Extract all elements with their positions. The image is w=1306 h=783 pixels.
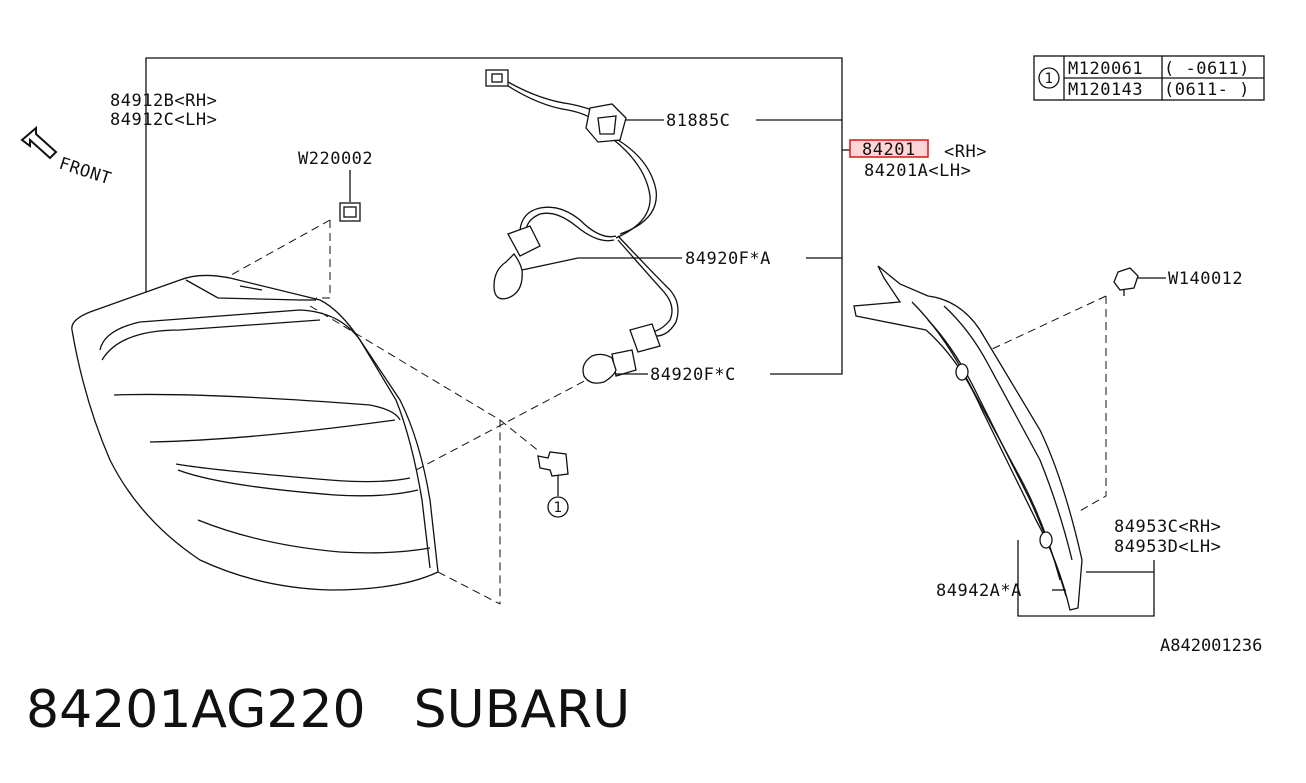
diagram-code: A842001236 [1160, 636, 1263, 656]
footer-part-number: 84201AG220 [26, 680, 366, 740]
ref-marker-circle [547, 496, 569, 518]
assembly-lh-label: 84201A<LH> [864, 161, 971, 181]
table-marker: 1 [1045, 71, 1054, 87]
wiring-harness: 81885C [485, 69, 730, 337]
clip-part: W220002 [221, 149, 373, 299]
ref-marker-circle [1038, 67, 1060, 89]
bulb-c-label: 84920F*C [650, 365, 736, 385]
bulb-c-part: 84920F*C [582, 323, 736, 385]
screw-ref-marker: 1 [554, 500, 563, 516]
reference-table: 1 M120061 ( -0611) M120143 (0611- ) [1033, 55, 1265, 101]
gasket-part [853, 265, 1083, 611]
harness-label: 81885C [666, 111, 730, 131]
table-row-range: (0611- ) [1164, 80, 1250, 100]
screw-label: W140012 [1168, 269, 1243, 289]
table-row-range: ( -0611) [1164, 59, 1250, 79]
table-row-part: M120143 [1068, 80, 1143, 100]
front-label: FRONT [56, 154, 113, 190]
tail-lamp-housing [71, 274, 439, 591]
seal-label: 84942A*A [936, 581, 1022, 601]
footer-title: 84201AG220 SUBARU [26, 680, 630, 740]
table-row-part: M120061 [1068, 59, 1143, 79]
small-screw-part: W140012 [989, 267, 1243, 513]
gasket-lh-label: 84953D<LH> [1114, 537, 1221, 557]
assembly-rh-side: <RH> [944, 142, 987, 162]
assembly-bracket [145, 57, 850, 375]
screw-part: 1 [537, 451, 569, 518]
footer-brand: SUBARU [413, 680, 631, 740]
gasket-rh-label: 84953C<RH> [1114, 517, 1221, 537]
clip-label: W220002 [298, 149, 373, 169]
lens-lh-label: 84912C<LH> [110, 110, 217, 130]
front-arrow-icon: FRONT [20, 125, 114, 190]
lens-rh-label: 84912B<RH> [110, 91, 217, 111]
bulb-a-label: 84920F*A [685, 249, 771, 269]
bulb-a-part: 84920F*A [493, 225, 771, 300]
assembly-rh-number[interactable]: 84201 [862, 140, 916, 160]
assembly-part-number[interactable]: 84201 <RH> 84201A<LH> [849, 139, 987, 181]
highlight-box [849, 139, 929, 158]
